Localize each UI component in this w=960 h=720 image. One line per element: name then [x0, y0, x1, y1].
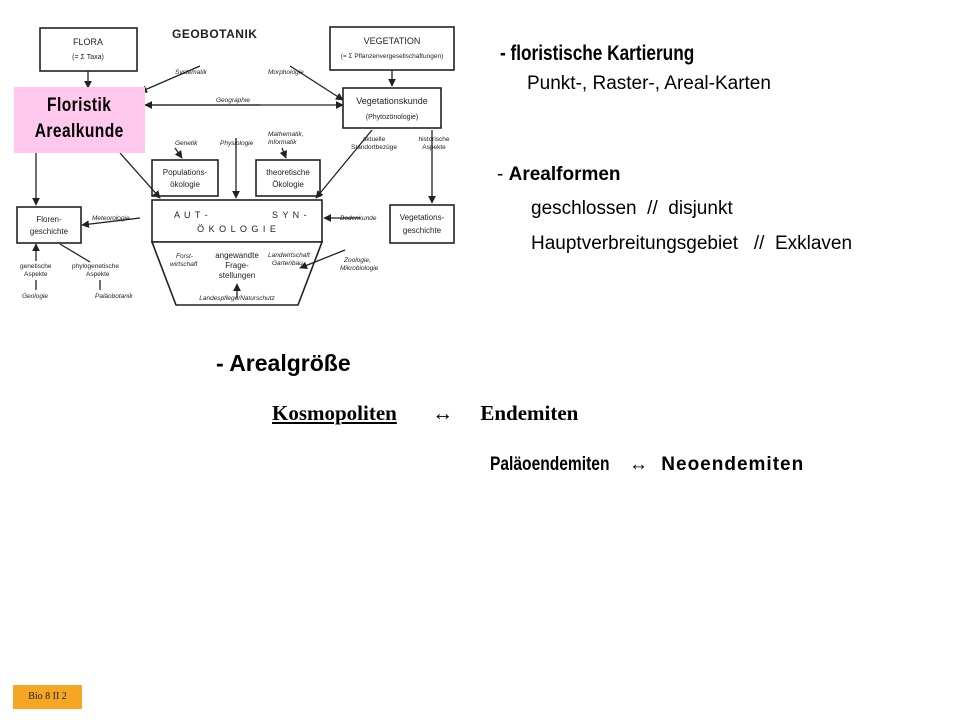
floren-box-line1: Floren- [36, 215, 62, 224]
vegetation-box: VEGETATION (= Σ Pflanzenvergesellschaftu… [329, 26, 455, 71]
funnel-center-2: Frage- [225, 261, 249, 270]
applied-funnel: angewandte Frage- stellungen Forst- wirt… [150, 241, 324, 306]
label-phylogenetische-2: Aspekte [86, 271, 110, 278]
diagram-title: GEOBOTANIK [172, 27, 257, 41]
label-morphologie: Morphologie [268, 69, 304, 76]
kosmopoliten-row: Kosmopoliten ↔ Endemiten [272, 401, 578, 426]
populations-box-line1: Populations- [163, 168, 208, 177]
flora-box-line1: FLORA [73, 37, 103, 47]
vegetations-geschichte-box: Vegetations- geschichte [389, 204, 455, 244]
endemiten: Endemiten [480, 401, 579, 425]
label-zoologie-1: Zoologie, [343, 257, 371, 264]
funnel-center-3: stellungen [219, 271, 255, 280]
oekologie-box: A U T - S Y N - Ö K O L O G I E [151, 199, 323, 243]
funnel-right-2: Gartenbau [272, 260, 303, 267]
label-historische-1: historische [418, 136, 449, 143]
vegetationskunde-box-line2: (Phytozönologie) [366, 114, 419, 121]
aut-label: A U T - [174, 210, 209, 220]
syn-label: S Y N - [272, 210, 308, 220]
arrow-icon-2: ↔ [629, 454, 648, 475]
label-genetische-2: Aspekte [24, 271, 48, 278]
populations-box-line2: ökologie [170, 180, 200, 189]
label-meteorologie: Meteorologie [92, 215, 130, 222]
funnel-bottom: Landespflege/Naturschutz [199, 295, 275, 302]
label-bodenkunde: Bodenkunde [340, 215, 377, 222]
theoretische-oekologie-box: theoretische Ökologie [255, 159, 321, 197]
vegetationskunde-box: Vegetationskunde (Phytozönologie) [342, 87, 442, 129]
geobotanik-diagram: GEOBOTANIK FLORA (= Σ Taxa) VEGETATION (… [16, 26, 455, 306]
populations-oekologie-box: Populations- ökologie [151, 159, 219, 197]
label-mathematik-1: Mathematik, [268, 131, 304, 138]
arealformen-line2: Hauptverbreitungsgebiet // Exklaven [531, 233, 853, 254]
label-genetik: Genetik [175, 140, 198, 147]
floristik-label-line2: Arealkunde [35, 121, 124, 142]
palaeoendemiten: Paläoendemiten [490, 454, 610, 475]
arealformen-heading: Arealformen [508, 164, 621, 185]
neoendemiten: Neoendemiten [661, 454, 805, 475]
kosmopoliten: Kosmopoliten [272, 401, 397, 425]
label-systematik: Systematik [175, 69, 208, 76]
label-zoologie-2: Mikrobiologie [340, 265, 379, 272]
oekologie-label: Ö K O L O G I E [197, 224, 277, 234]
funnel-right-1: Landwirtschaft [268, 252, 311, 259]
label-palaeobotanik: Paläobotanik [95, 293, 133, 300]
funnel-left-1: Forst- [176, 253, 194, 260]
arealgroesse-heading: - Arealgröße [216, 350, 351, 376]
label-geographie: Geographie [216, 97, 250, 104]
vegetation-box-line2: (= Σ Pflanzenvergesellschaftungen) [341, 53, 443, 60]
slide-badge: Bio 8 II 2 [13, 685, 82, 709]
diagram-arrows [32, 65, 436, 298]
flora-box: FLORA (= Σ Taxa) [39, 27, 138, 72]
label-aktuelle-2: Standortbezüge [351, 144, 397, 151]
theoretische-box-line1: theoretische [266, 168, 310, 177]
funnel-left-2: wirtschaft [170, 261, 199, 268]
floren-geschichte-box: Floren- geschichte [16, 206, 82, 244]
floristik-label-line1: Floristik [47, 95, 112, 116]
flora-box-line2: (= Σ Taxa) [72, 54, 104, 61]
label-genetische-1: genetische [20, 263, 52, 270]
floren-box-line2: geschichte [30, 227, 69, 236]
label-mathematik-2: Informatik [268, 139, 297, 146]
arealformen-dash: - [497, 164, 509, 185]
floristik-arealkunde-label: Floristik Arealkunde [14, 87, 145, 153]
vegetationskunde-box-line1: Vegetationskunde [356, 96, 428, 106]
label-physiologie: Physiologie [220, 140, 254, 147]
arrow-icon: ↔ [432, 401, 454, 425]
kartierung-sub: Punkt-, Raster-, Areal-Karten [527, 73, 771, 94]
label-phylogenetische-1: phylogenetische [72, 263, 119, 270]
label-historische-2: Aspekte [422, 144, 446, 151]
label-aktuelle-1: aktuelle [363, 136, 386, 143]
theoretische-box-line2: Ökologie [272, 180, 304, 189]
vegetations-geschichte-line2: geschichte [403, 226, 442, 235]
arealformen-line1: geschlossen // disjunkt [531, 198, 733, 219]
funnel-center-1: angewandte [215, 251, 259, 260]
vegetation-box-line1: VEGETATION [364, 36, 421, 46]
kartierung-heading: - floristische Kartierung [500, 42, 695, 65]
arealformen-row: - Arealformen [497, 164, 621, 186]
vegetations-geschichte-line1: Vegetations- [400, 213, 445, 222]
label-geologie: Geologie [22, 293, 48, 300]
endemiten-row: Paläoendemiten ↔ Neoendemiten [490, 454, 804, 476]
